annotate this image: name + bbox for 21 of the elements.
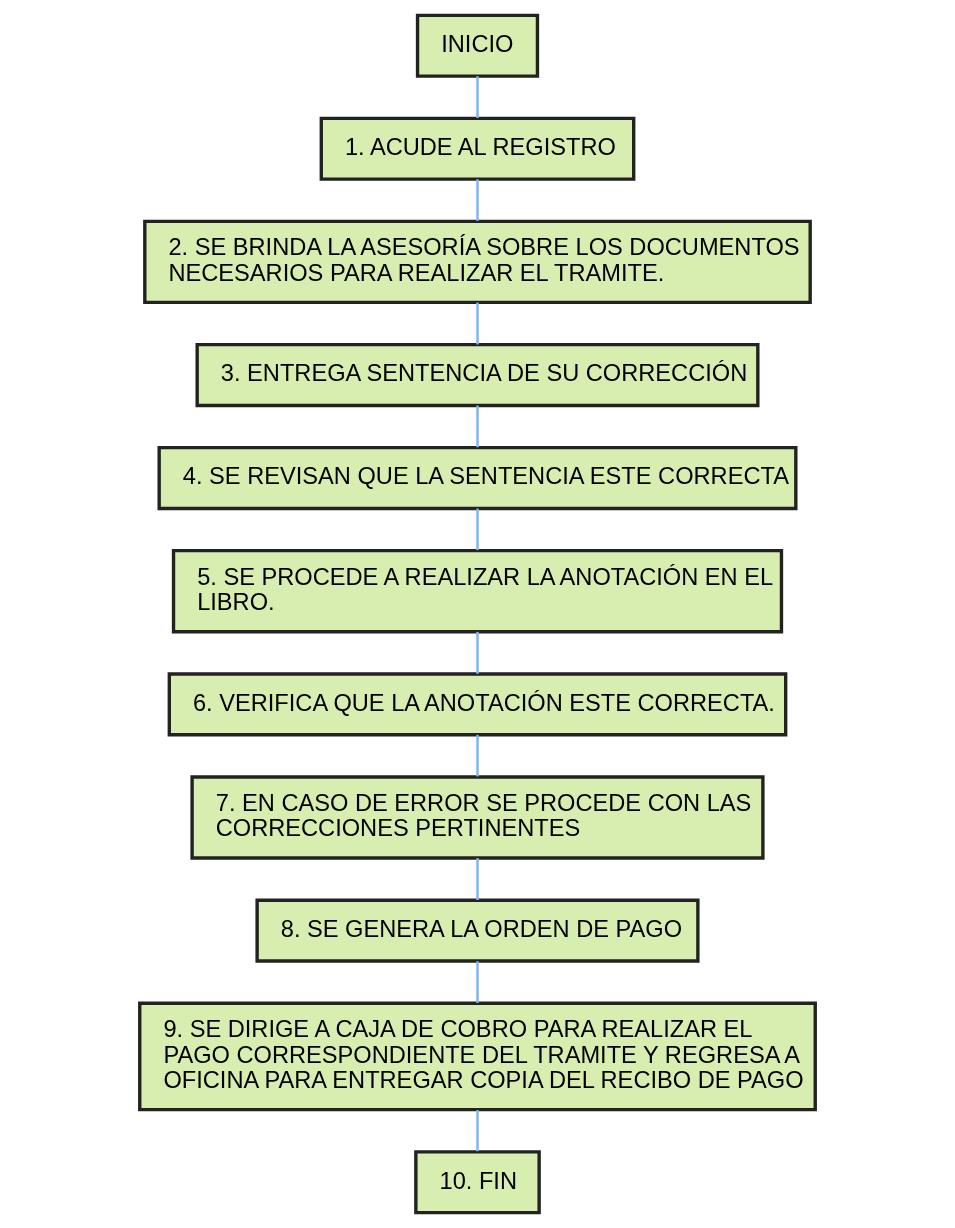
connector xyxy=(476,179,479,221)
node-box: 1. ACUDE AL REGISTRO xyxy=(319,116,636,181)
node-box: 7. EN CASO DE ERROR SE PROCEDE CON LAS CORRECCIONES PERTINENTES xyxy=(190,775,765,860)
node-box: 5. SE PROCEDE A REALIZAR LA ANOTACIÓN EN EL LIBRO. xyxy=(171,548,784,634)
connector xyxy=(476,508,479,551)
node-box: 4. SE REVISAN QUE LA SENTENCIA ESTE CORRECTA xyxy=(157,445,798,511)
node-box: 10. FIN xyxy=(414,1150,541,1215)
connector xyxy=(476,76,479,118)
node-box: 3. ENTREGA SENTENCIA DE SU CORRECCIÓN xyxy=(195,342,760,408)
node-box: 8. SE GENERA LA ORDEN DE PAGO xyxy=(255,898,700,963)
connector xyxy=(476,961,479,1003)
connector xyxy=(476,405,479,448)
node-box: 2. SE BRINDA LA ASESORÍA SOBRE LOS DOCUMENTOS NECESARIOS PARA REALIZAR EL TRAMITE. xyxy=(143,219,812,305)
node-box: 9. SE DIRIGE A CAJA DE COBRO PARA REALIZAR EL PAGO CORRESPONDIENTE DEL TRAMITE Y REGRESA A OFICINA PARA ENTREGAR COPIA DEL RECIBO DE PAGO xyxy=(138,1001,817,1112)
connector xyxy=(476,631,479,674)
node-box: 6. VERIFICA QUE LA ANOTACIÓN ESTE CORRECTA. xyxy=(167,672,788,737)
connector xyxy=(476,1110,479,1152)
connector xyxy=(476,734,479,777)
connector xyxy=(476,302,479,345)
connector xyxy=(476,858,479,901)
node-box: INICIO xyxy=(415,13,540,78)
